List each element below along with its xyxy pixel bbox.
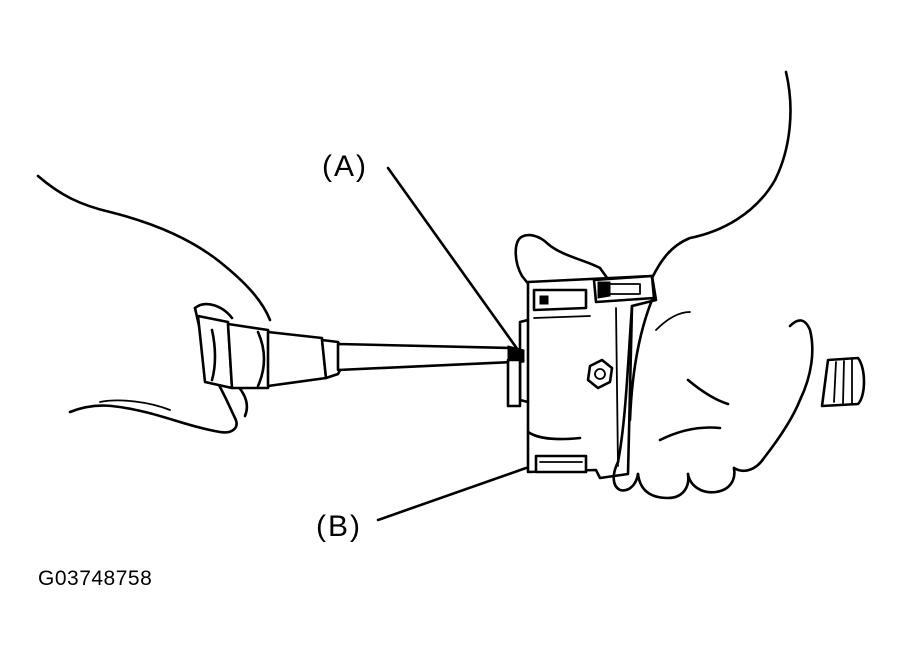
left-hand: [36, 174, 272, 434]
leader-line-b: [376, 466, 528, 522]
combination-switch: [506, 233, 658, 480]
callout-a: (A): [322, 150, 368, 183]
leader-line-a: [386, 166, 520, 352]
right-hand: [612, 70, 814, 500]
screwdriver: [196, 314, 525, 390]
callout-b: (B): [316, 510, 362, 543]
splined-shaft: [820, 356, 866, 408]
figure-id: G03748758: [38, 567, 152, 590]
